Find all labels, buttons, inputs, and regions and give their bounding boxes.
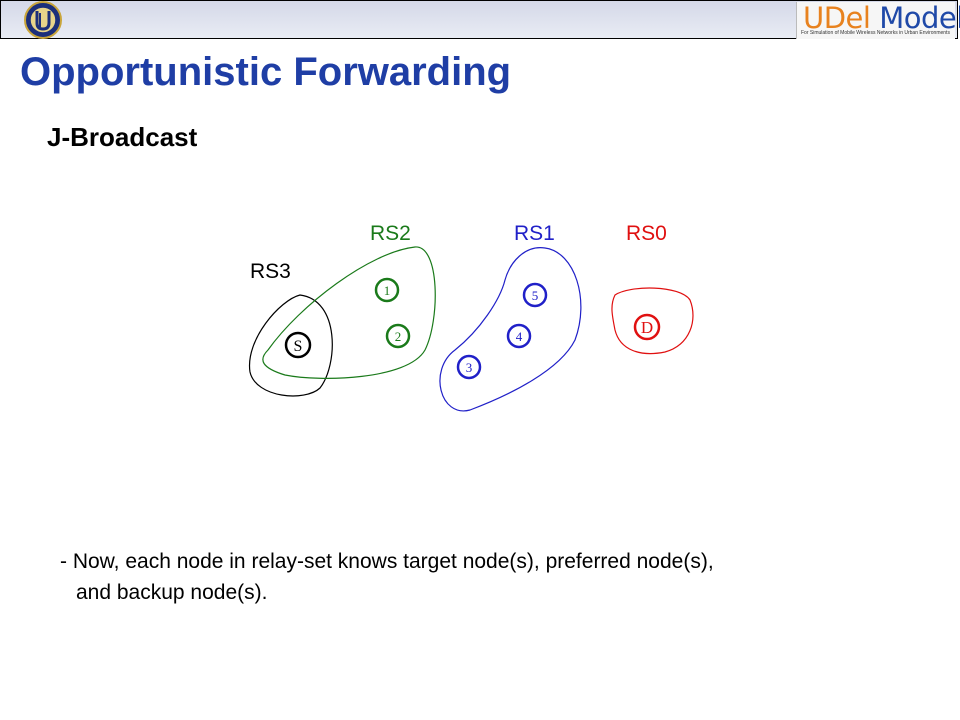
brand-name-part2: Models — [879, 1, 960, 35]
node-d: D — [633, 313, 661, 341]
node-label-5: 5 — [532, 288, 539, 303]
relay-set-rs3-region — [248, 294, 333, 397]
university-seal-icon — [24, 1, 62, 39]
relay-set-rs2-region — [262, 246, 436, 379]
node-label-1: 1 — [384, 283, 391, 298]
relay-set-label-rs2: RS2 — [370, 222, 411, 245]
node-label-3: 3 — [466, 360, 473, 375]
relay-set-rs1-region — [439, 247, 582, 412]
brand-name: UDel Models — [803, 3, 960, 33]
relay-set-label-rs0: RS0 — [626, 222, 667, 245]
node-label-4: 4 — [516, 329, 523, 344]
relay-set-label-rs1: RS1 — [514, 222, 555, 245]
body-text-line-1: - Now, each node in relay-set knows targ… — [60, 550, 714, 573]
node-2: 2 — [385, 323, 411, 349]
node-s: S — [284, 331, 312, 359]
node-3: 3 — [456, 354, 482, 380]
brand-name-part1: UDel — [803, 1, 871, 35]
slide-subtitle: J-Broadcast — [47, 122, 198, 152]
page-title: Opportunistic Forwarding — [20, 50, 512, 94]
node-5: 5 — [522, 282, 548, 308]
node-label-d: D — [641, 318, 653, 337]
node-1: 1 — [374, 277, 400, 303]
relay-set-label-rs3: RS3 — [250, 260, 291, 283]
body-text-line-2: and backup node(s). — [76, 581, 268, 604]
node-4: 4 — [506, 323, 532, 349]
brand-logo: UDel Models For Simulation of Mobile Wir… — [796, 2, 960, 39]
header-bar: UDel Models For Simulation of Mobile Wir… — [0, 0, 960, 40]
relay-set-rs0-region — [611, 287, 694, 355]
node-label-s: S — [294, 338, 303, 355]
slide-body-text: - Now, each node in relay-set knows targ… — [60, 546, 714, 608]
brand-tagline: For Simulation of Mobile Wireless Networ… — [801, 30, 950, 36]
node-label-2: 2 — [395, 329, 402, 344]
